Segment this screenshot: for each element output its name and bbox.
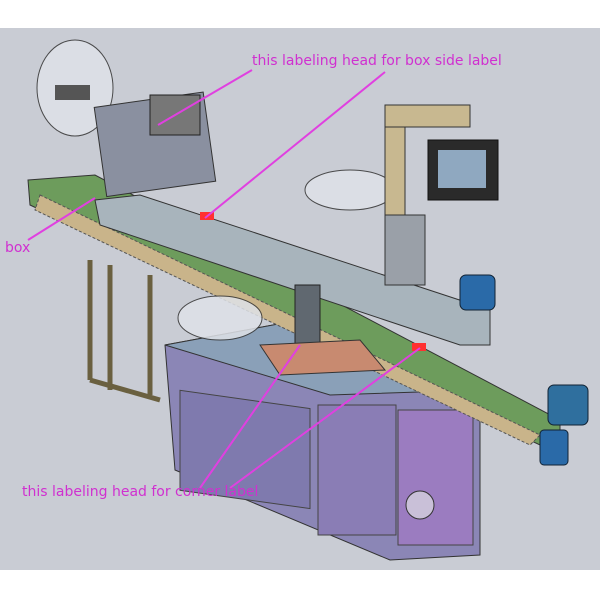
plate [259,339,387,376]
guide-beam [94,194,491,346]
label-reel-corner [177,295,263,341]
frame-stand [87,260,161,403]
motor [459,274,589,466]
annotation-corner-label-head: this labeling head for corner label [22,484,259,500]
labeling-head-corner [294,284,321,346]
annotation-side-label-head: this labeling head for box side label [252,53,502,69]
annotation-box: box [5,240,31,256]
column [384,214,426,286]
label-reel-side [36,39,217,198]
label-reel-corner-top [304,169,396,211]
annotation-arrows [27,69,421,489]
label-marker [412,343,426,351]
